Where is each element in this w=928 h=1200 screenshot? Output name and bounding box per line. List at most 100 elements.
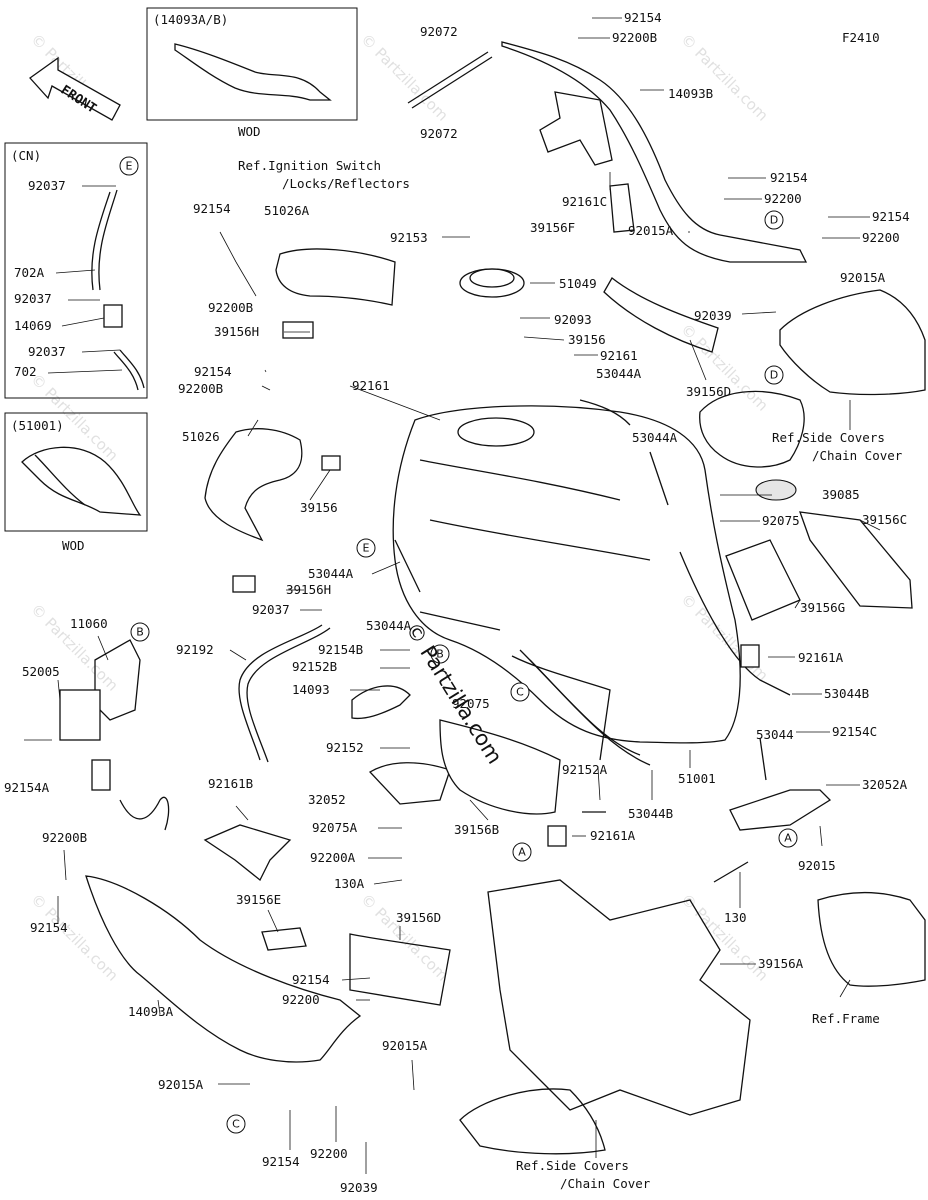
callout-label: 39156D xyxy=(396,910,441,925)
callout-label: 92154B xyxy=(318,642,363,657)
callout-label: 92039 xyxy=(340,1180,378,1195)
ref-label-side-covers-bottom-line1: Ref.Side Covers xyxy=(516,1158,629,1173)
circle-marker xyxy=(226,1114,246,1134)
ref-label-frame: Ref.Frame xyxy=(812,1011,880,1026)
callout-label: 92161 xyxy=(600,348,638,363)
circle-marker-letter: A xyxy=(518,846,526,859)
callout-label: 92015A xyxy=(382,1038,428,1053)
callout-label: 11060 xyxy=(70,616,108,631)
callout-label: 14093A xyxy=(128,1004,174,1019)
callout-label: 92039 xyxy=(694,308,732,323)
callout-label: 92037 xyxy=(28,344,66,359)
callout-label: 92154 xyxy=(624,10,662,25)
callout-label: 92072 xyxy=(420,126,458,141)
callout-label: 92152B xyxy=(292,659,337,674)
callout-label: 92154 xyxy=(262,1154,300,1169)
callout-label: 92152A xyxy=(562,762,608,777)
callout-label: 92161B xyxy=(208,776,253,791)
callout-label: 702A xyxy=(14,265,45,280)
callout-label: 92093 xyxy=(554,312,592,327)
callout-label: 39156 xyxy=(300,500,338,515)
callout-label: 92072 xyxy=(420,24,458,39)
callout-label: 14069 xyxy=(14,318,52,333)
callout-label: 32052A xyxy=(862,777,908,792)
circle-marker xyxy=(430,644,450,664)
callout-label: 92192 xyxy=(176,642,214,657)
callout-label: 53044 xyxy=(756,727,794,742)
circle-marker-letter: B xyxy=(436,648,444,661)
callout-label: 39156A xyxy=(758,956,804,971)
circle-marker-letter: D xyxy=(770,369,778,382)
callout-label: 39156E xyxy=(236,892,281,907)
callout-label: 39156G xyxy=(800,600,845,615)
callout-label: 92075 xyxy=(452,696,490,711)
watermark: © Partzilla.com xyxy=(677,320,772,415)
circle-marker xyxy=(764,210,784,230)
circle-marker-letter: E xyxy=(126,160,133,173)
inset-note: WOD xyxy=(62,538,85,553)
callout-label: 92037 xyxy=(14,291,52,306)
circle-marker xyxy=(510,682,530,702)
callout-label: 92200B xyxy=(42,830,87,845)
figure-code: F2410 xyxy=(842,30,880,45)
callout-label: 92037 xyxy=(28,178,66,193)
watermark: © Partzilla.com xyxy=(27,890,122,985)
callout-label: 53044B xyxy=(628,806,673,821)
callout-label: 92154 xyxy=(194,364,232,379)
watermark-layer: © Partzilla.com © Partzilla.com © Partzi… xyxy=(27,30,772,985)
callout-label: 92154 xyxy=(30,920,68,935)
callout-label: 39156B xyxy=(454,822,499,837)
callout-label: 92075A xyxy=(312,820,358,835)
circle-marker xyxy=(778,828,798,848)
callout-label: 92161C xyxy=(562,194,607,209)
callout-label: 130A xyxy=(334,876,365,891)
ref-label-side-covers-bottom-line2: /Chain Cover xyxy=(560,1176,651,1191)
callout-label: 39156F xyxy=(530,220,575,235)
callout-label: 92037 xyxy=(252,602,290,617)
ref-label-ignition-line2: /Locks/Reflectors xyxy=(282,176,410,191)
ref-label-ignition-line1: Ref.Ignition Switch xyxy=(238,158,381,173)
callout-label: 39156H xyxy=(286,582,331,597)
watermark: © Partzilla.com xyxy=(27,600,122,695)
callout-label: 53044A xyxy=(596,366,642,381)
callout-label: 92154 xyxy=(193,201,231,216)
callout-label: 92200 xyxy=(282,992,320,1007)
inset-title: (14093A/B) xyxy=(153,12,228,27)
callout-label: 39156D xyxy=(686,384,731,399)
circle-marker xyxy=(130,622,150,642)
callout-label: 52005 xyxy=(22,664,60,679)
ref-label-side-covers-line1: Ref.Side Covers xyxy=(772,430,885,445)
inset-51001: (51001) WOD xyxy=(4,412,148,553)
callout-label: 14093B xyxy=(668,86,713,101)
callout-label: 53044A xyxy=(632,430,678,445)
callout-label: 702 xyxy=(14,364,37,379)
callout-label: 92200 xyxy=(310,1146,348,1161)
callout-label: 92154C xyxy=(832,724,877,739)
callout-label: 92015 xyxy=(798,858,836,873)
callout-label: 14093 xyxy=(292,682,330,697)
callout-label: 92015A xyxy=(628,223,674,238)
callout-label: 92075 xyxy=(762,513,800,528)
leader-lines xyxy=(24,17,881,1174)
callout-label: 92200A xyxy=(310,850,356,865)
callout-label: 130 xyxy=(724,910,747,925)
callout-label: 51026A xyxy=(264,203,310,218)
circle-marker xyxy=(356,538,376,558)
callout-label: 39156C xyxy=(862,512,907,527)
callout-label: 39156H xyxy=(214,324,259,339)
callout-label: 39085 xyxy=(822,487,860,502)
inset-title: (CN) xyxy=(11,148,41,163)
ref-label-side-covers-line2: /Chain Cover xyxy=(812,448,903,463)
watermark: © Partzilla.com xyxy=(677,30,772,125)
callout-label: 92154 xyxy=(872,209,910,224)
callout-labels: 92154 92200B 92072 92072 14093B 92161C 3… xyxy=(4,10,910,1195)
callout-label: 92200B xyxy=(178,381,223,396)
callout-label: 92200 xyxy=(764,191,802,206)
callout-label: 39156 xyxy=(568,332,606,347)
callout-label: 53044A xyxy=(366,618,412,633)
watermark: © Partzilla.com xyxy=(357,30,452,125)
callout-label: 53044A xyxy=(308,566,354,581)
callout-label: 92200 xyxy=(862,230,900,245)
circle-marker-letter: A xyxy=(784,832,792,845)
